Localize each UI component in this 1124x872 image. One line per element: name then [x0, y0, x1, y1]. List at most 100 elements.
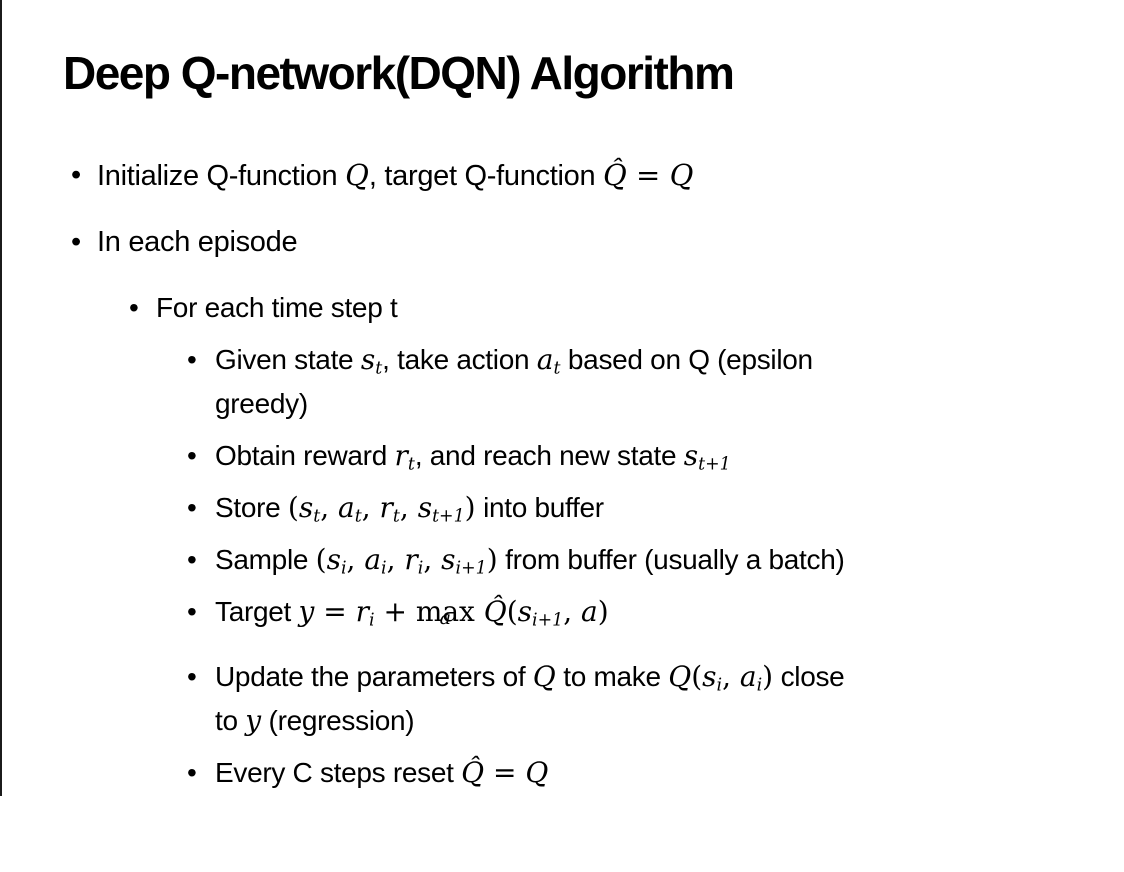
text-segment: s: [417, 491, 433, 525]
text-segment: Obtain reward: [215, 440, 395, 472]
text-segment: Initialize Q-function: [97, 160, 346, 193]
slide-content: Deep Q-network(DQN) Algorithm • Initiali…: [63, 47, 1112, 795]
bullet-update-parameters: • Update the parameters of Q to make Q(s…: [63, 655, 1112, 743]
bullet-initialize-q-function: • Initialize Q-function Q, target Q-func…: [63, 153, 1112, 198]
bullet-icon: •: [71, 159, 81, 192]
text-segment: i: [417, 558, 424, 579]
text-segment: Q: [532, 660, 556, 694]
bullet-in-each-episode: • In each episode: [63, 220, 1112, 264]
text-segment: a: [739, 660, 757, 694]
bullet-reset-target-network: • Every C steps reset Q̂ = Q: [63, 751, 1112, 795]
text-segment: r: [355, 595, 369, 629]
text-segment: ,: [361, 491, 380, 525]
bullet-obtain-reward: • Obtain reward rt, and reach new state …: [63, 434, 1112, 478]
text-segment: Given state: [215, 344, 361, 376]
text-segment: a: [338, 491, 355, 525]
text-segment: s: [360, 343, 376, 377]
text-segment: Update the parameters of: [215, 661, 533, 693]
text-segment: Store: [215, 492, 288, 524]
bullet-text: Obtain reward rt, and reach new state st…: [215, 434, 1112, 478]
text-segment: s: [441, 543, 456, 577]
text-segment: ,: [346, 543, 365, 577]
slide-left-edge: [0, 0, 2, 796]
text-segment: into buffer: [475, 492, 604, 524]
bullet-icon: •: [129, 292, 139, 324]
text-segment: i: [340, 558, 347, 579]
text-segment: t: [392, 506, 400, 527]
bullet-icon: •: [187, 440, 197, 472]
text-segment: (: [506, 595, 518, 629]
text-segment: t: [313, 506, 321, 527]
text-segment: t: [407, 454, 415, 475]
text-segment: (: [287, 491, 299, 525]
bullet-text: Store (st, at, rt, st+1) into buffer: [215, 486, 1112, 530]
text-segment: For each time step t: [156, 292, 398, 324]
text-segment: y: [245, 704, 262, 738]
text-segment: ): [597, 595, 609, 629]
bullet-icon: •: [187, 492, 197, 524]
text-segment: Q: [525, 756, 549, 790]
bullet-text: Given state st, take action at based on …: [215, 338, 1112, 426]
text-segment: Target: [215, 596, 299, 628]
text-segment: s: [298, 491, 314, 525]
text-segment: a: [364, 543, 382, 577]
text-segment: i+1: [455, 558, 487, 579]
text-segment: Q: [345, 158, 369, 193]
text-segment: i: [756, 675, 763, 696]
text-segment: ,: [320, 491, 339, 525]
text-segment: =: [626, 158, 670, 193]
text-segment: (regression): [261, 705, 415, 737]
bullet-text: Every C steps reset Q̂ = Q: [215, 751, 1112, 795]
slide-title: Deep Q-network(DQN) Algorithm: [63, 47, 735, 99]
bullet-icon: •: [187, 596, 197, 628]
bullet-sample-from-buffer: • Sample (si, ai, ri, si+1) from buffer …: [63, 538, 1112, 582]
text-segment: ,: [563, 595, 581, 629]
text-segment: from buffer (usually a batch): [497, 544, 845, 576]
text-segment: s: [517, 595, 533, 629]
text-segment: (: [315, 543, 327, 577]
text-segment: to make: [555, 661, 669, 693]
text-segment: t: [553, 358, 561, 379]
text-segment: =: [314, 595, 356, 629]
text-segment: , target Q-function: [368, 160, 604, 193]
bullet-icon: •: [71, 226, 81, 259]
text-segment: (: [691, 660, 703, 694]
text-segment: t+1: [432, 506, 465, 527]
text-segment: Sample: [215, 544, 316, 576]
text-segment: t: [354, 506, 362, 527]
text-segment: t+1: [698, 454, 731, 475]
text-segment: , take action: [382, 344, 537, 376]
text-segment: s: [326, 543, 341, 577]
bullet-store-into-buffer: • Store (st, at, rt, st+1) into buffer: [63, 486, 1112, 530]
text-segment: ,: [722, 660, 740, 694]
text-segment: , and reach new state: [414, 440, 684, 472]
bullet-text: Initialize Q-function Q, target Q-functi…: [97, 153, 1112, 198]
text-segment: s: [683, 439, 699, 473]
text-segment: In each episode: [97, 226, 298, 259]
bullet-for-each-time-step: • For each time step t: [63, 286, 1112, 330]
text-segment: ): [762, 660, 774, 694]
text-segment: i+1: [532, 610, 564, 631]
text-segment: r: [404, 543, 418, 577]
text-segment: ,: [386, 543, 405, 577]
text-segment: i: [381, 558, 387, 579]
text-segment: Q̂: [603, 158, 627, 193]
text-segment: +: [374, 595, 416, 629]
bullet-icon: •: [187, 344, 197, 376]
bullet-text: Update the parameters of Q to make Q(si,…: [215, 655, 1112, 743]
text-segment: r: [379, 491, 393, 525]
bullet-text: For each time step t: [156, 286, 1112, 330]
text-segment: i: [716, 675, 723, 696]
bullet-given-state-take-action: • Given state st, take action at based o…: [63, 338, 1112, 426]
text-segment: Q: [668, 660, 692, 694]
bullet-text: In each episode: [97, 220, 1112, 264]
text-segment: ): [464, 491, 476, 525]
text-segment: to: [215, 705, 246, 737]
text-segment: =: [484, 756, 526, 790]
text-segment: ): [486, 543, 498, 577]
text-segment: a: [536, 343, 554, 377]
